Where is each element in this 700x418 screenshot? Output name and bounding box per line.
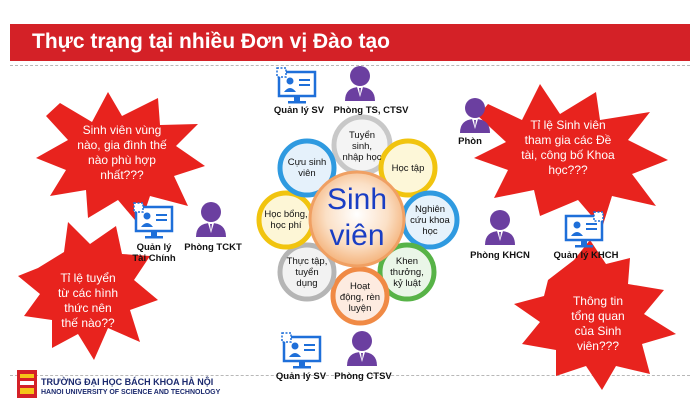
petal-hoat-dong [330, 266, 390, 326]
manager-person-icon [460, 98, 490, 133]
slide-title: Thực trạng tại nhiều Đơn vị Đào tạo [32, 30, 390, 53]
label-phong-ts-ctsv: Phòng TS, CTSV [333, 105, 409, 116]
manager-person-icon [347, 331, 377, 366]
burst-shape-4 [514, 240, 676, 390]
computer-user-icon [564, 211, 604, 248]
label-ql-sv-bottom: Quản lý SV [275, 371, 327, 382]
bottom-divider [10, 375, 690, 376]
university-name: TRƯỜNG ĐẠI HỌC BÁCH KHOA HÀ NỘI [41, 377, 214, 387]
petal-thuc-tap [277, 242, 337, 302]
computer-user-icon [276, 67, 317, 104]
petal-label-tuyen-sinh: Tuyển sinh, nhập học [342, 130, 382, 163]
center-label: Sinh viên [326, 183, 388, 252]
label-phong-top-right: Phòn [458, 136, 482, 147]
computer-user-icon [133, 202, 174, 239]
petal-label-khen-thuong: Khen thưởng, kỷ luật [390, 256, 424, 289]
university-logo-icon [17, 370, 37, 398]
burst-shape-3 [18, 222, 158, 360]
petal-khen-thuong [377, 242, 437, 302]
petal-label-hoat-dong: Hoạt động, rèn luyện [339, 281, 381, 314]
petal-label-hoc-tap: Học tập [391, 163, 425, 174]
label-phong-khcn: Phòng KHCN [470, 250, 530, 261]
petal-label-hoc-bong: Học bổng, học phí [264, 209, 308, 231]
label-ql-sv-top: Quản lý SV [273, 105, 325, 116]
university-name-english: HANOI UNIVERSITY OF SCIENCE AND TECHNOLO… [41, 389, 221, 396]
petal-label-nghien-cuu: Nghiên cứu khoa học [410, 204, 450, 237]
petal-hoc-tap [378, 138, 438, 198]
petal-label-cuu-sinh-vien: Cựu sinh viên [287, 157, 327, 179]
burst-shape-1 [36, 92, 205, 226]
manager-person-icon [345, 66, 375, 101]
manager-person-icon [485, 210, 515, 245]
petal-label-thuc-tap: Thực tập, tuyển dụng [286, 256, 328, 289]
label-phong-tckt: Phòng TCKT [184, 242, 242, 253]
label-ql-khch: Quản lý KHCH [553, 250, 619, 261]
burst-shape-2 [474, 84, 668, 228]
computer-user-icon [281, 332, 322, 369]
burst-text-4: Thông tin tổng quan của Sinh viên??? [571, 294, 625, 353]
label-ql-tai-chinh: Quản lý Tài Chính [132, 242, 176, 264]
top-divider [10, 65, 690, 66]
center-circle [308, 170, 406, 268]
manager-person-icon [196, 202, 226, 237]
label-phong-ctsv: Phòng CTSV [334, 371, 392, 382]
burst-text-2: Tỉ lệ Sinh viên tham gia các Đề tài, côn… [521, 118, 615, 177]
burst-text-1: Sinh viên vùng nào, gia đình thế nào phù… [77, 123, 167, 182]
burst-text-3: Tỉ lệ tuyển từ các hình thức nên thế nào… [57, 271, 119, 330]
petal-cuu-sinh-vien [277, 138, 337, 198]
title-banner: Thực trạng tại nhiều Đơn vị Đào tạo [10, 24, 690, 61]
